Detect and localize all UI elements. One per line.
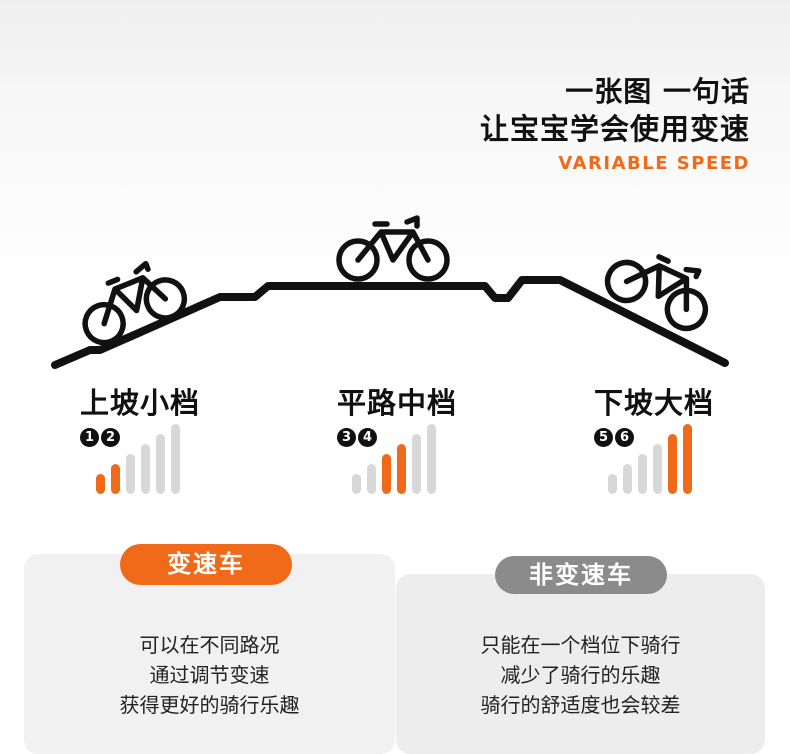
gear-level-bar [638,454,647,494]
gear-level-bar [623,464,632,494]
gear-level-bar [382,454,391,494]
bike-flat-icon [336,215,450,282]
description-line: 骑行的舒适度也会较差 [480,693,681,717]
variable-speed-card [24,554,395,754]
gear-level-bar [367,464,376,494]
gear-flat-label: 平路中档 [337,386,458,420]
gear-uphill-numbers: 1 2 [80,428,240,447]
gear-level-bar [412,434,421,494]
gear-level-bar [668,434,677,494]
gear-number: 2 [101,428,120,447]
gear-downhill-numbers: 5 6 [594,428,754,447]
gear-bars-downhill [608,424,698,494]
gear-bars-uphill [96,424,186,494]
road-line [51,276,729,369]
bike-uphill-icon [82,260,188,346]
gear-flat-numbers: 3 4 [337,428,497,447]
gear-bars-flat [352,424,442,494]
description-line: 减少了骑行的乐趣 [500,663,661,687]
gear-number: 1 [80,428,99,447]
header-line-1: 一张图 一句话 [565,75,750,108]
header-subtitle: VARIABLE SPEED [558,153,750,174]
gear-downhill: 下坡大档 5 6 [594,380,754,447]
gear-level-bar [653,444,662,494]
gear-number: 5 [594,428,613,447]
gear-level-bar [397,444,406,494]
terrain-illustration [51,215,729,369]
bike-downhill-icon [604,254,709,332]
description-line: 可以在不同路况 [139,633,280,657]
gear-level-bar [111,464,120,494]
description-line: 获得更好的骑行乐趣 [119,693,300,717]
fixed-speed-card [396,574,765,754]
variable-speed-description: 可以在不同路况 通过调节变速 获得更好的骑行乐趣 [24,630,395,720]
gear-uphill: 上坡小档 1 2 [80,380,240,447]
fixed-speed-title: 非变速车 [495,556,667,594]
gear-level-bar [96,474,105,494]
gear-level-bar [126,454,135,494]
fixed-speed-description: 只能在一个档位下骑行 减少了骑行的乐趣 骑行的舒适度也会较差 [396,630,765,720]
header-line-2: 让宝宝学会使用变速 [479,112,750,146]
gear-level-bar [352,474,361,494]
gear-number: 3 [337,428,356,447]
gear-level-bar [427,424,436,494]
description-line: 只能在一个档位下骑行 [480,633,681,657]
gear-flat: 平路中档 3 4 [337,380,497,447]
gear-number: 4 [358,428,377,447]
description-line: 通过调节变速 [149,663,270,687]
gear-level-bar [608,474,617,494]
gear-level-bar [141,444,150,494]
gear-number: 6 [615,428,634,447]
gear-downhill-label: 下坡大档 [594,386,715,420]
gear-level-bar [156,434,165,494]
gear-level-bar [171,424,180,494]
gear-level-bar [683,424,692,494]
gear-uphill-label: 上坡小档 [80,386,201,420]
variable-speed-title: 变速车 [120,544,292,585]
